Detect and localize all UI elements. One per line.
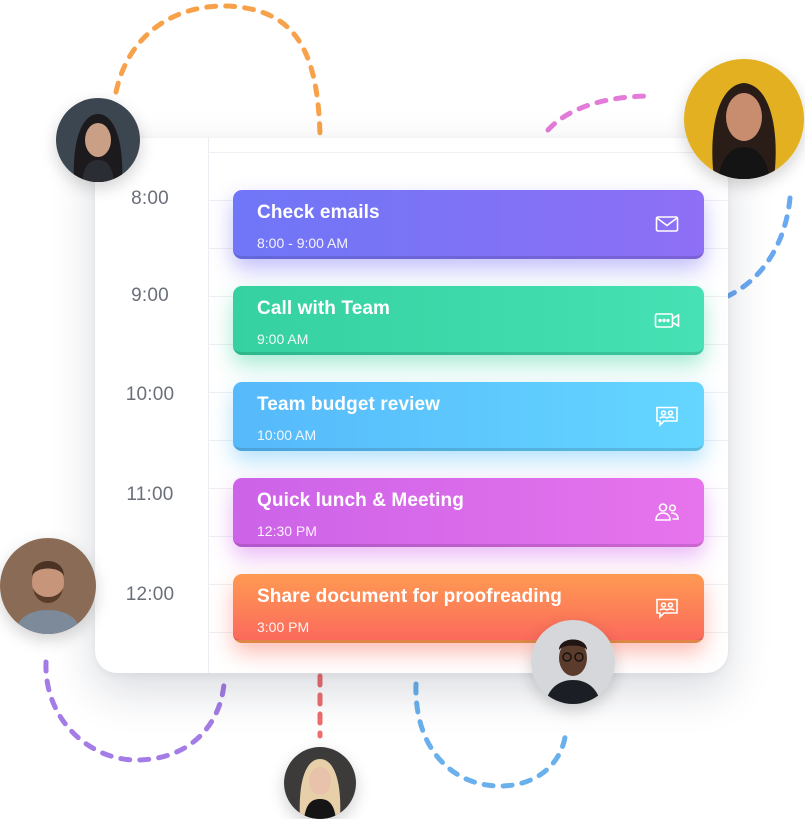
- time-label: 11:00: [126, 484, 174, 505]
- pink-dashed-arc: [545, 93, 655, 133]
- time-label: 9:00: [131, 285, 169, 306]
- blue-dashed-arc-bottom: [413, 681, 569, 789]
- people-icon: [655, 503, 679, 521]
- calendar-day-card: 8:00 9:00 10:00 11:00 12:00 Check emails…: [95, 138, 728, 673]
- chat-group-icon: [656, 406, 678, 427]
- avatar: [56, 98, 140, 182]
- event-time: 12:30 PM: [257, 523, 317, 539]
- orange-dashed-arc: [113, 3, 323, 138]
- time-label: 10:00: [125, 384, 175, 405]
- event-time: 3:00 PM: [257, 619, 310, 635]
- event-title: Quick lunch & Meeting: [257, 490, 464, 511]
- mail-icon: [655, 216, 679, 232]
- event-title: Share document for proofreading: [257, 586, 563, 607]
- event-card-check-emails[interactable]: Check emails 8:00 - 9:00 AM: [233, 190, 704, 259]
- event-title: Team budget review: [257, 394, 441, 415]
- event-time: 8:00 - 9:00 AM: [257, 235, 349, 251]
- hour-gridline: [208, 152, 728, 153]
- avatar: [0, 538, 96, 634]
- chat-group-icon: [656, 598, 678, 619]
- time-label: 12:00: [125, 584, 175, 605]
- blue-dashed-arc-right: [725, 195, 793, 299]
- event-title: Check emails: [257, 202, 380, 223]
- purple-dashed-arc: [43, 659, 227, 763]
- avatar: [284, 747, 356, 819]
- avatar: [684, 59, 804, 179]
- event-card-quick-lunch-meeting[interactable]: Quick lunch & Meeting 12:30 PM: [233, 478, 704, 547]
- event-title: Call with Team: [257, 298, 391, 319]
- event-card-share-document[interactable]: Share document for proofreading 3:00 PM: [233, 574, 704, 643]
- event-card-call-with-team[interactable]: Call with Team 9:00 AM: [233, 286, 704, 355]
- time-label: 8:00: [131, 188, 169, 209]
- event-card-team-budget-review[interactable]: Team budget review 10:00 AM: [233, 382, 704, 451]
- event-time: 9:00 AM: [257, 331, 309, 347]
- video-call-icon: [654, 313, 680, 328]
- event-time: 10:00 AM: [257, 427, 317, 443]
- time-column: [95, 138, 209, 673]
- avatar: [531, 620, 615, 704]
